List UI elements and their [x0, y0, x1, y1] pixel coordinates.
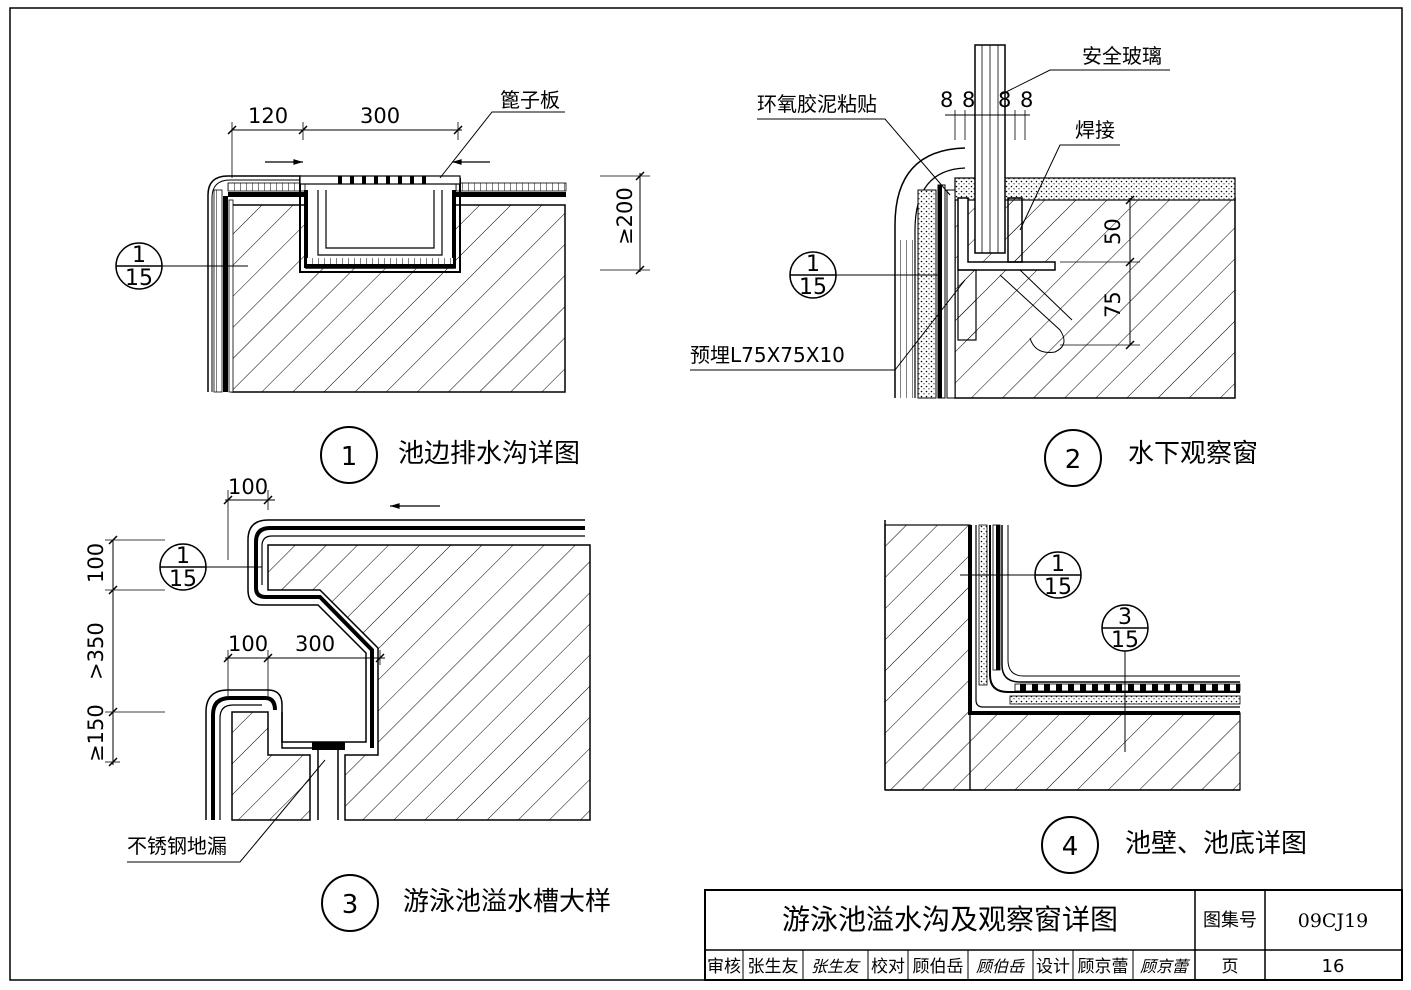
svg-text:15: 15	[1111, 628, 1139, 653]
dim-v-150: ≥150	[84, 704, 108, 762]
dim-v-100: 100	[84, 543, 108, 583]
check-name: 顾伯岳	[913, 957, 964, 977]
svg-text:15: 15	[1044, 575, 1072, 600]
detail-1-number: 1	[341, 442, 358, 472]
svg-text:3: 3	[1118, 605, 1132, 630]
drawing-title: 游泳池溢水沟及观察窗详图	[782, 903, 1118, 936]
detail-3-title: 游泳池溢水槽大样	[403, 887, 611, 917]
angle-label: 预埋L75X75X10	[690, 343, 845, 367]
dim-200: ≥200	[613, 187, 637, 245]
detail-4-section: 1 15 3 15 4 池壁、池底详图	[884, 520, 1307, 874]
detail-ref-1-15: 1 15	[159, 543, 207, 592]
detail-4-number: 4	[1062, 832, 1079, 862]
review-signature: 张生友	[811, 957, 861, 976]
detail-1-title: 池边排水沟详图	[398, 439, 580, 469]
dim-300: 300	[360, 104, 400, 128]
detail-ref-1-15: 1 15	[789, 251, 837, 300]
epoxy-label: 环氧胶泥粘贴	[757, 92, 877, 116]
design-signature: 顾京蕾	[1140, 957, 1191, 976]
drain-label: 不锈钢地漏	[127, 834, 227, 858]
detail-4-title: 池壁、池底详图	[1125, 829, 1307, 859]
dim-50: 50	[1101, 218, 1125, 245]
concrete-body	[231, 204, 566, 393]
detail-1-number-circle	[320, 426, 378, 484]
detail-ref-1-15: 1 15	[1034, 551, 1082, 600]
design-name: 顾京蕾	[1078, 957, 1129, 977]
detail-2-number: 2	[1065, 445, 1082, 475]
grate-plate	[299, 175, 461, 185]
dim-mid-100: 100	[228, 632, 268, 656]
detail-4-number-circle	[1041, 816, 1099, 874]
check-signature: 顾伯岳	[976, 957, 1025, 976]
check-label: 校对	[871, 957, 905, 977]
page-label: 页	[1222, 957, 1239, 977]
design-label: 设计	[1036, 957, 1070, 977]
dim-gap-2: 8	[962, 88, 975, 112]
svg-text:1: 1	[806, 252, 820, 277]
detail-ref-3-15: 3 15	[1101, 604, 1149, 653]
detail-3-number-circle	[321, 874, 379, 932]
review-name: 张生友	[748, 957, 799, 977]
glass-label: 安全玻璃	[1082, 44, 1162, 68]
dim-mid-300: 300	[295, 632, 335, 656]
svg-text:1: 1	[132, 243, 146, 268]
detail-1-section: 120 300 篦子板 ≥200 1 15 1 池边排水沟详图	[115, 88, 650, 484]
detail-2-number-circle	[1044, 429, 1102, 487]
title-block: 游泳池溢水沟及观察窗详图 图集号 09CJ19 审核 张生友 张生友 校对 顾伯…	[704, 889, 1403, 981]
dim-gap-1: 8	[940, 88, 953, 112]
detail-ref-1-15: 1 15	[115, 242, 163, 291]
detail-3-number: 3	[342, 890, 359, 920]
svg-text:1: 1	[176, 544, 190, 569]
atlas-label: 图集号	[1203, 910, 1257, 931]
dim-gap-3: 8	[998, 88, 1011, 112]
grate-label: 篦子板	[500, 88, 560, 112]
drain-grate	[312, 742, 345, 750]
review-label: 审核	[707, 957, 741, 977]
concrete-upper	[267, 544, 591, 821]
concrete-lower	[231, 711, 311, 821]
svg-text:15: 15	[169, 567, 197, 592]
atlas-number: 09CJ19	[1298, 910, 1369, 932]
weld-label: 焊接	[1075, 118, 1115, 142]
dim-120: 120	[248, 104, 288, 128]
detail-3-section: 100 100 300 100 >350 ≥150 1 15 不锈钢地漏	[84, 475, 611, 932]
svg-text:1: 1	[1051, 552, 1065, 577]
detail-2-section: 50 75 8 8 8 8 安全玻璃 环氧胶泥粘贴 焊接 预埋L75X75X10…	[690, 44, 1258, 487]
svg-text:15: 15	[125, 266, 153, 291]
svg-text:15: 15	[799, 275, 827, 300]
dim-75: 75	[1101, 291, 1125, 318]
detail-2-title: 水下观察窗	[1128, 439, 1258, 469]
dim-gap-4: 8	[1020, 88, 1033, 112]
dim-v-350: >350	[84, 622, 108, 680]
dim-top-100: 100	[228, 475, 268, 499]
page-number: 16	[1322, 956, 1345, 977]
